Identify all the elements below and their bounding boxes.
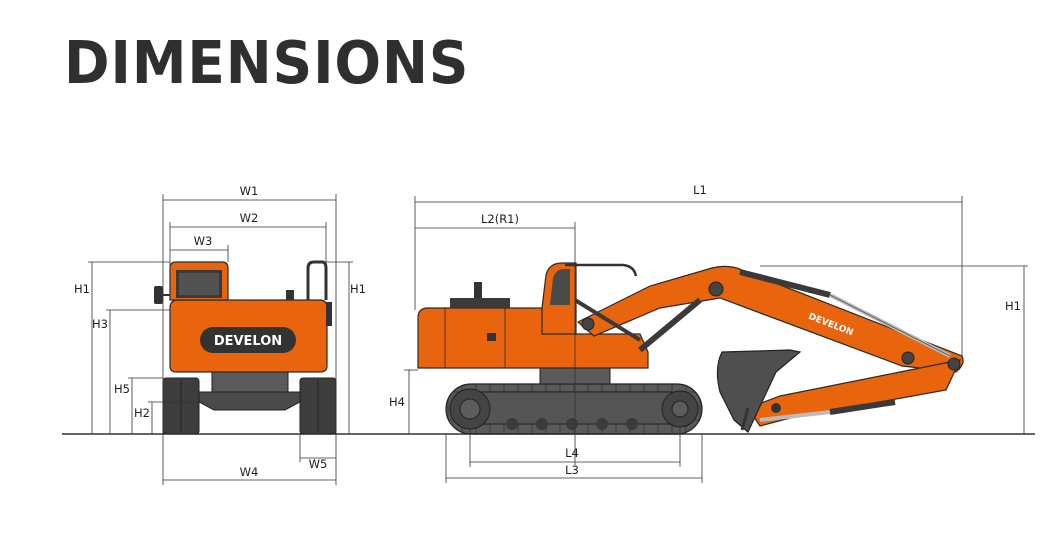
- label-w4: W4: [240, 465, 259, 479]
- side-view-excavator: DEVELON: [417, 262, 964, 435]
- label-h5: H5: [114, 382, 130, 396]
- label-h2: H2: [134, 406, 150, 420]
- label-l1: L1: [693, 183, 707, 197]
- label-h1-side: H1: [1005, 299, 1021, 313]
- label-l3: L3: [565, 463, 579, 477]
- page-title: DIMENSIONS: [64, 28, 470, 97]
- label-w1: W1: [240, 184, 259, 198]
- label-w5: W5: [309, 457, 328, 471]
- side-upper-body: [417, 307, 649, 369]
- label-l4: L4: [565, 446, 579, 460]
- label-h3: H3: [92, 317, 108, 331]
- front-undercarriage: [198, 391, 301, 411]
- label-h4: H4: [389, 395, 405, 409]
- front-dimension-lines: [88, 194, 353, 485]
- front-view-excavator: DEVELON: [154, 260, 337, 435]
- label-w2: W2: [240, 211, 259, 225]
- label-h1-left: H1: [74, 282, 90, 296]
- side-bucket: [716, 349, 802, 433]
- label-h1-right: H1: [350, 282, 366, 296]
- front-logo-text: DEVELON: [214, 334, 282, 349]
- label-w3: W3: [194, 234, 213, 248]
- label-l2: L2(R1): [481, 212, 519, 226]
- side-dimension-lines: [404, 196, 1028, 483]
- front-logo-badge: [200, 327, 296, 353]
